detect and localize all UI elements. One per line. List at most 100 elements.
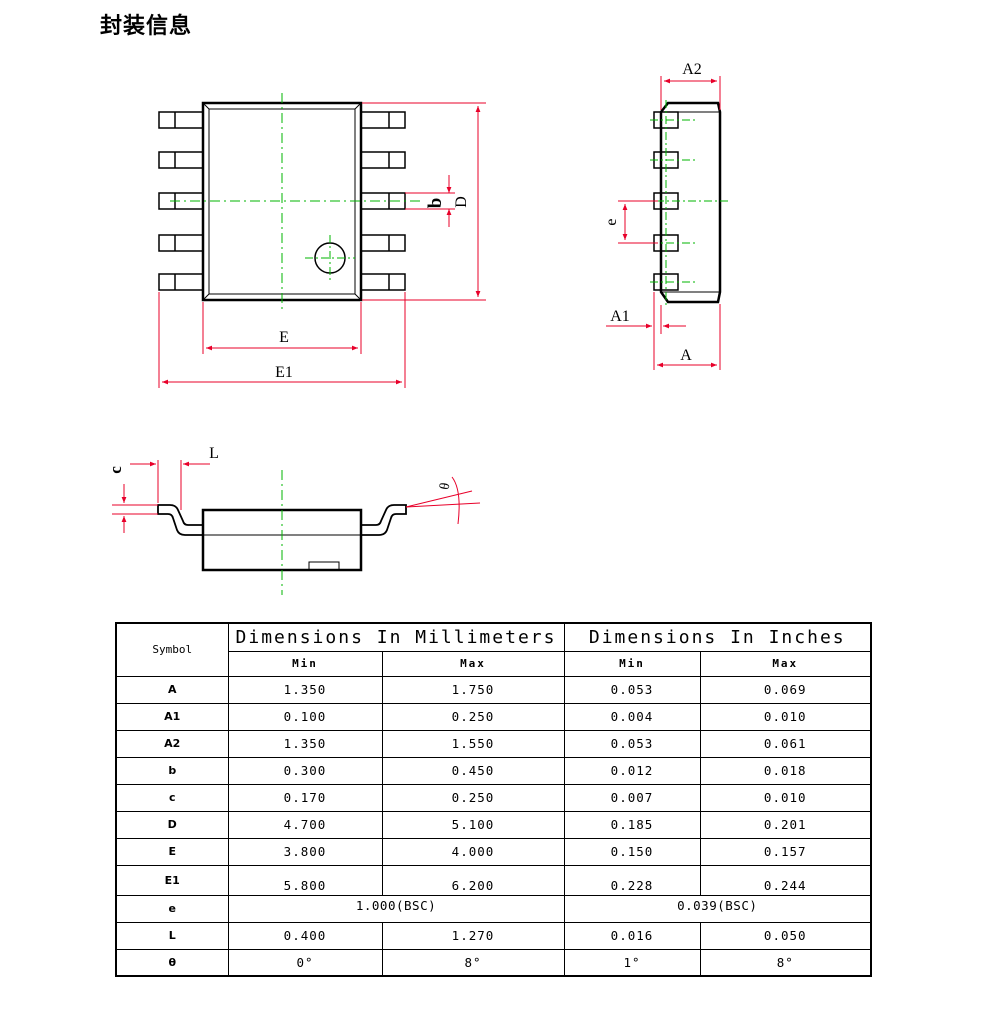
label-L: L <box>209 445 219 462</box>
cell-in-min: 0.150 <box>563 837 701 866</box>
dimension-e <box>618 200 658 244</box>
cell-in-min: 1° <box>563 948 701 977</box>
right-gull-lead <box>361 504 407 536</box>
cell-symbol: A1 <box>115 702 229 731</box>
cell-in-min: 0.004 <box>563 702 701 731</box>
dimension-E1 <box>158 292 406 388</box>
cell-in-min: 0.016 <box>563 921 701 950</box>
label-A2: A2 <box>682 61 702 78</box>
cell-in-max: 0.050 <box>699 921 872 950</box>
dimension-theta <box>405 476 481 525</box>
cell-mm-min: 0.400 <box>227 921 383 950</box>
label-E1: E1 <box>275 364 293 381</box>
front-view: c L θ <box>106 445 481 595</box>
cell-mm-max: 4.000 <box>381 837 565 866</box>
page-title: 封装信息 <box>100 14 193 39</box>
cell-mm-max: 8° <box>381 948 565 977</box>
table-row: θ 0° 8° 1° 8° <box>115 948 872 977</box>
header-mm-max: Max <box>381 650 565 677</box>
header-in-min: Min <box>563 650 701 677</box>
cell-mm-min: 0° <box>227 948 383 977</box>
header-mm-min: Min <box>227 650 383 677</box>
cell-mm-min: 0.300 <box>227 756 383 785</box>
dimension-L <box>130 460 210 510</box>
table-row: e 1.000(BSC) 0.039(BSC) <box>115 894 872 923</box>
label-D: D <box>453 196 470 208</box>
cell-symbol: b <box>115 756 229 785</box>
label-A1: A1 <box>610 308 630 325</box>
cell-mm-min: 1.350 <box>227 675 383 704</box>
cell-in-min: 0.185 <box>563 810 701 839</box>
cell-mm-bsc: 1.000(BSC) <box>227 894 565 923</box>
dimension-A <box>657 304 721 370</box>
package-body-side <box>659 101 722 304</box>
cell-in-max: 0.010 <box>699 702 872 731</box>
side-view: A2 e A1 A <box>603 61 728 370</box>
table-row: E 3.800 4.000 0.150 0.157 <box>115 837 872 866</box>
dimension-b <box>405 175 455 227</box>
cell-in-bsc: 0.039(BSC) <box>563 894 872 923</box>
table-row: b 0.300 0.450 0.012 0.018 <box>115 756 872 785</box>
cell-in-max: 0.061 <box>699 729 872 758</box>
cell-in-min: 0.228 <box>563 864 701 896</box>
cell-mm-min: 0.170 <box>227 783 383 812</box>
table-row: A1 0.100 0.250 0.004 0.010 <box>115 702 872 731</box>
cell-in-max: 0.201 <box>699 810 872 839</box>
table-row: D 4.700 5.100 0.185 0.201 <box>115 810 872 839</box>
cell-symbol: E <box>115 837 229 866</box>
header-in-max: Max <box>699 650 872 677</box>
cell-symbol: E1 <box>115 864 229 896</box>
cell-mm-max: 0.250 <box>381 783 565 812</box>
table-row: c 0.170 0.250 0.007 0.010 <box>115 783 872 812</box>
cell-in-max: 0.010 <box>699 783 872 812</box>
label-e: e <box>603 218 620 225</box>
label-b: b <box>425 198 446 209</box>
cell-in-max: 0.244 <box>699 864 872 896</box>
table-body-main: A 1.350 1.750 0.053 0.069 A1 0.100 0.250… <box>115 675 872 977</box>
cell-symbol: A <box>115 675 229 704</box>
dimension-D <box>362 102 486 301</box>
cell-in-max: 8° <box>699 948 872 977</box>
top-view: D b E E1 <box>158 93 486 388</box>
cell-in-max: 0.069 <box>699 675 872 704</box>
cell-mm-max: 6.200 <box>381 864 565 896</box>
table-row: E1 5.800 6.200 0.228 0.244 <box>115 864 872 896</box>
cell-mm-max: 1.750 <box>381 675 565 704</box>
cell-symbol: A2 <box>115 729 229 758</box>
cell-symbol: e <box>115 894 229 923</box>
cell-mm-max: 1.550 <box>381 729 565 758</box>
cell-mm-min: 5.800 <box>227 864 383 896</box>
cell-mm-max: 0.250 <box>381 702 565 731</box>
table-row: A 1.350 1.750 0.053 0.069 <box>115 675 872 704</box>
cell-mm-max: 0.450 <box>381 756 565 785</box>
cell-mm-min: 1.350 <box>227 729 383 758</box>
table-row: L 0.400 1.270 0.016 0.050 <box>115 921 872 950</box>
cell-symbol: θ <box>115 948 229 977</box>
header-symbol: Symbol <box>115 622 229 677</box>
cell-in-min: 0.053 <box>563 729 701 758</box>
label-c: c <box>106 466 125 474</box>
dimension-c <box>112 484 158 533</box>
package-drawing: D b E E1 <box>106 61 728 595</box>
cell-symbol: L <box>115 921 229 950</box>
left-gull-lead <box>157 504 203 536</box>
label-E: E <box>279 329 289 346</box>
dimension-E <box>202 302 362 354</box>
label-A: A <box>680 347 692 364</box>
cell-mm-min: 4.700 <box>227 810 383 839</box>
cell-in-min: 0.007 <box>563 783 701 812</box>
left-leads <box>158 111 204 291</box>
cell-mm-min: 3.800 <box>227 837 383 866</box>
cell-in-max: 0.157 <box>699 837 872 866</box>
cell-in-min: 0.053 <box>563 675 701 704</box>
dimension-table: Symbol Dimensions In Millimeters Dimensi… <box>115 622 872 977</box>
header-inches: Dimensions In Inches <box>563 622 872 652</box>
dimension-A1 <box>606 292 686 370</box>
cell-symbol: D <box>115 810 229 839</box>
cell-in-min: 0.012 <box>563 756 701 785</box>
table-row: A2 1.350 1.550 0.053 0.061 <box>115 729 872 758</box>
cell-in-max: 0.018 <box>699 756 872 785</box>
cell-mm-min: 0.100 <box>227 702 383 731</box>
cell-mm-max: 1.270 <box>381 921 565 950</box>
cell-mm-max: 5.100 <box>381 810 565 839</box>
